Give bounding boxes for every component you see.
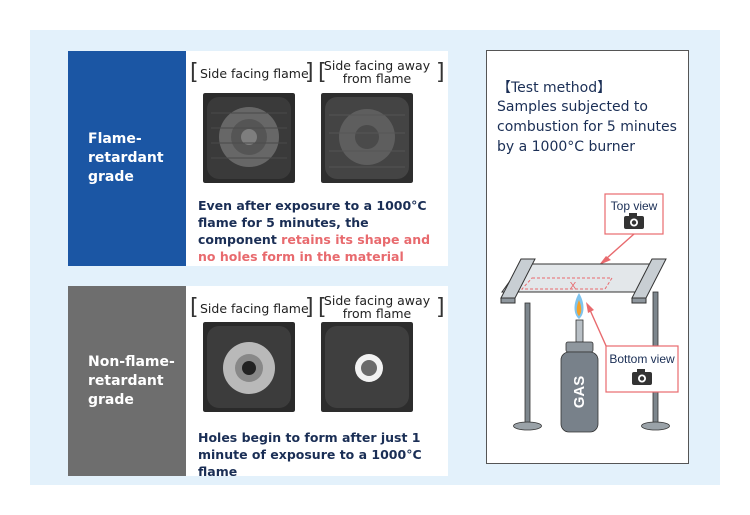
flame-side-photo-flame-retardant xyxy=(203,93,295,183)
heading-side-facing-flame: Side facing flame xyxy=(200,301,309,316)
bottom-view-label: Bottom view xyxy=(609,352,675,366)
non-flame-retardant-label: Non-flame-retardant grade xyxy=(88,353,175,408)
sample-area-dashes xyxy=(520,277,613,290)
heading-side-facing-flame: Side facing flame xyxy=(200,66,309,81)
camera-icon xyxy=(624,213,644,229)
flame-retardant-label: Flame-retardant grade xyxy=(88,131,164,185)
test-method-title: 【Test method】 xyxy=(497,80,612,96)
bracket-close: ] xyxy=(305,60,314,85)
bracket-close: ] xyxy=(305,295,314,320)
bottom-view-arrowhead xyxy=(586,302,594,313)
bracket-open: [ xyxy=(318,295,327,320)
top-view-label: Top view xyxy=(611,199,658,213)
bracket-open: [ xyxy=(318,60,327,85)
flame-retardant-note-highlight: retains its shape and no holes form in t… xyxy=(198,232,431,264)
flame-retardant-note-text: Even after exposure to a 1000°C flame fo… xyxy=(198,198,427,247)
heading-side-facing-away: Side facing away from flame xyxy=(323,293,431,321)
left-foot xyxy=(513,421,542,431)
gas-label: GAS xyxy=(571,376,588,409)
top-view-arrowhead xyxy=(599,256,611,265)
flame-side-photo-non-flame-retardant xyxy=(203,322,295,412)
flame-retardant-row: Flame-retardant grade [ Side facing flam… xyxy=(68,51,448,266)
away-side-photo-non-flame-retardant xyxy=(321,322,413,412)
diagram-background: Flame-retardant grade [ Side facing flam… xyxy=(30,30,720,485)
flame-retardant-label-block: Flame-retardant grade xyxy=(68,51,186,266)
bracket-close: ] xyxy=(436,295,445,320)
flame-retardant-content: [ Side facing flame ] [ Side facing away… xyxy=(186,51,448,266)
non-flame-retardant-content: [ Side facing flame ] [ Side facing away… xyxy=(186,286,448,479)
left-leg xyxy=(524,302,531,424)
non-flame-retardant-note: Holes begin to form after just 1 minute … xyxy=(198,430,422,479)
right-rail-front xyxy=(631,297,647,304)
burner-nozzle xyxy=(575,319,584,343)
top-view-pointer xyxy=(606,233,635,259)
test-method-panel: 【Test method】 Samples subjected to combu… xyxy=(486,50,689,464)
bracket-close: ] xyxy=(436,60,445,85)
non-flame-retardant-label-block: Non-flame-retardant grade xyxy=(68,286,186,476)
flame-retardant-note: Even after exposure to a 1000°C flame fo… xyxy=(198,197,448,265)
bottom-view-pointer xyxy=(589,309,608,349)
away-side-photo-flame-retardant xyxy=(321,93,413,183)
bracket-open: [ xyxy=(190,60,199,85)
left-rail-front xyxy=(500,297,516,304)
burner-test-illustration: Top view X xyxy=(500,193,679,433)
camera-icon xyxy=(632,369,652,385)
bracket-open: [ xyxy=(190,295,199,320)
burner-valve xyxy=(565,341,594,353)
heading-side-facing-away: Side facing away from flame xyxy=(323,58,431,86)
flame-icon xyxy=(574,293,584,319)
gas-canister xyxy=(560,351,599,433)
non-flame-retardant-row: Non-flame-retardant grade [ Side facing … xyxy=(68,286,448,479)
right-foot xyxy=(641,421,670,431)
x-mark: X xyxy=(570,281,577,292)
test-method-description: Samples subjected to combustion for 5 mi… xyxy=(497,99,677,155)
